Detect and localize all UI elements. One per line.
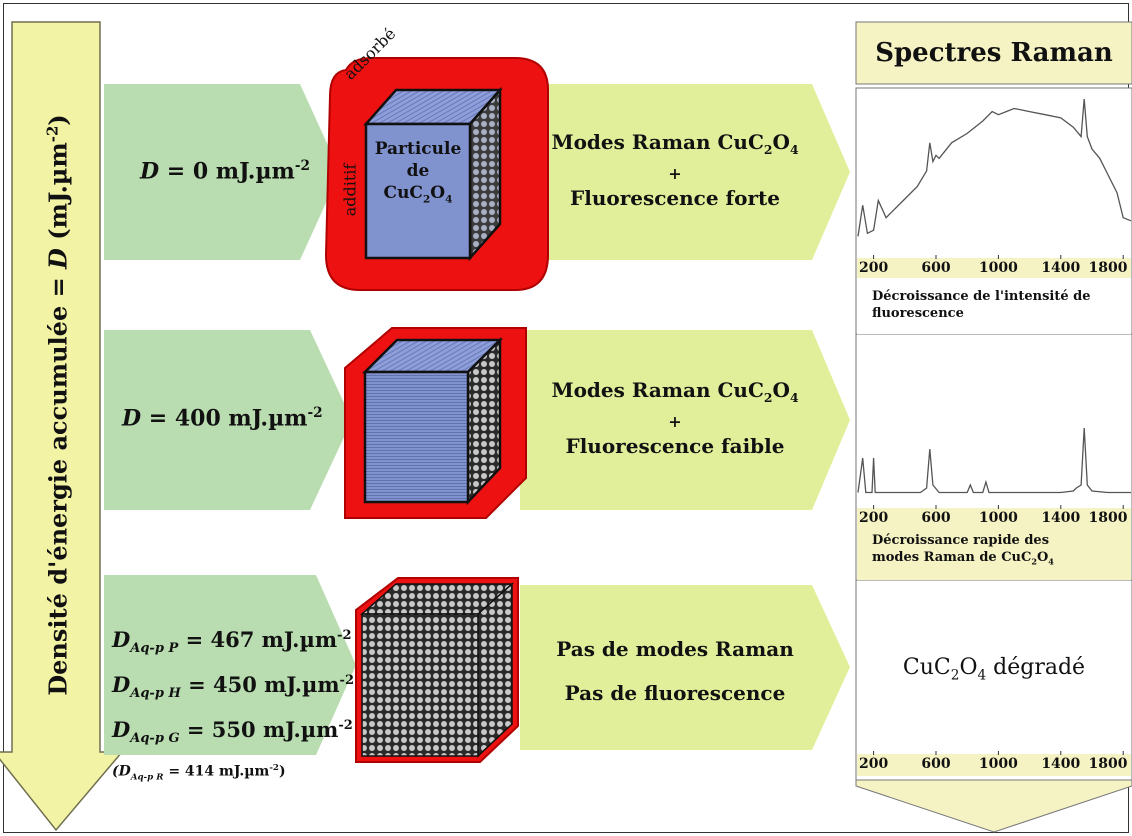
additive-word: additif [340, 163, 360, 217]
caption-2: Décroissance rapide des modes Raman de C… [872, 533, 1054, 567]
cube1-front [364, 122, 472, 260]
row2-dose-arrow [104, 330, 352, 510]
tick-label: 200 [858, 510, 889, 526]
row1-dose-arrow [104, 84, 340, 260]
spectrum-3-plot [873, 751, 1124, 755]
row3-dose-arrow [104, 575, 356, 755]
tick-label: 1400 [1041, 756, 1081, 772]
particle-label: Particule de CuC2O4 [374, 139, 462, 206]
spectrum-2-series-1 [857, 427, 1131, 494]
tick-label: 600 [921, 510, 951, 526]
spectra-bottom-arrow [855, 779, 1132, 833]
row3-modes-text: Pas de modes Raman Pas de fluorescence [556, 637, 794, 705]
caption-band-1 [857, 278, 1131, 334]
cube2-front [363, 370, 470, 504]
caption-1: Décroissance de l'intensité de fluoresce… [872, 289, 1091, 321]
row1-dose-label: D = 0 mJ.µm-2 [140, 158, 310, 185]
spectrum-1-plot [857, 99, 1132, 259]
spectra-header-title: Spectres Raman [875, 38, 1113, 68]
tick-label: 1400 [1041, 510, 1081, 526]
tick-band-1 [857, 258, 1131, 278]
row1-modes-arrow [520, 84, 850, 260]
row2-modes-text: Modes Raman CuC2O4 + Fluorescence faible [551, 378, 799, 458]
degraded-label: CuC2O4 dégradé [902, 655, 1086, 684]
tick-band-3 [857, 754, 1131, 776]
tick-label: 1800 [1088, 260, 1128, 276]
tick-label: 1400 [1041, 260, 1081, 276]
cube3-front [361, 613, 479, 757]
spectrum-box-3 [855, 579, 1132, 781]
row1-modes-text: Modes Raman CuC2O4 + Fluorescence forte [551, 130, 799, 210]
spectra-header-box [855, 21, 1132, 85]
tick-label: 200 [858, 260, 889, 276]
axis-arrow [0, 21, 124, 832]
tick-label: 600 [921, 260, 951, 276]
caption-band-2 [857, 528, 1131, 580]
tick-label: 1000 [978, 260, 1018, 276]
row2-modes-arrow [520, 330, 850, 510]
tick-label: 1800 [1088, 510, 1128, 526]
row3-modes-arrow [520, 585, 850, 750]
tick-label: 200 [858, 756, 889, 772]
row2-dose-label: D = 400 mJ.µm-2 [122, 405, 323, 432]
spectrum-2-plot [857, 427, 1131, 509]
spectrum-1-series-1 [857, 99, 1132, 237]
tick-label: 1000 [978, 756, 1018, 772]
tick-band-2 [857, 508, 1131, 528]
tick-label: 600 [921, 756, 951, 772]
tick-label: 1800 [1088, 756, 1128, 772]
tick-label: 1000 [978, 510, 1018, 526]
axis-label: Densité d'énergie accumulée = D (mJ.µm-2… [43, 114, 73, 696]
row3-dose-list: DAq-p P = 467 mJ.µm-2 DAq-p H = 450 mJ.µ… [112, 627, 355, 783]
